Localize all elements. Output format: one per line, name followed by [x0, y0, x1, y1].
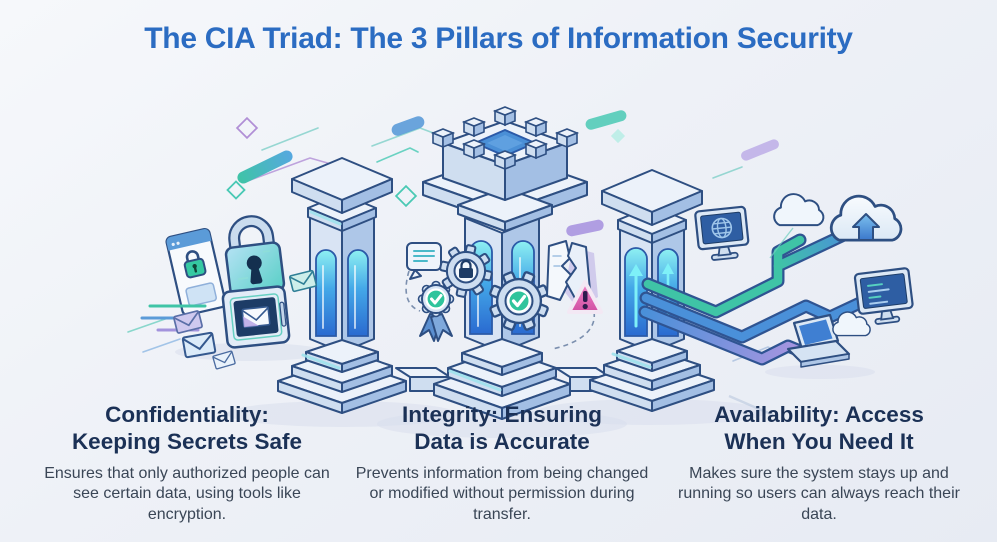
deco-diamond: [610, 128, 626, 144]
background-decorations: [127, 110, 780, 362]
gear-lock-icon: [434, 239, 498, 303]
availability-heading: Availability: Access When You Need It: [714, 402, 924, 454]
chat-bubble-icon: [406, 242, 442, 280]
availability-body: Makes sure the system stays up and runni…: [678, 465, 960, 523]
gear-check-icon: [479, 261, 559, 341]
warning-triangle-icon: [567, 280, 603, 314]
deco-bar: [566, 219, 604, 237]
cloud-icon: [773, 193, 825, 227]
secure-document-icon: [165, 227, 227, 317]
deco-diamond: [226, 180, 246, 200]
confidentiality-body: Ensures that only authorized people can …: [44, 465, 330, 523]
deco-bar: [237, 150, 293, 184]
integrity-body: Prevents information from being changed …: [355, 465, 649, 523]
verified-badge-icon: [417, 280, 455, 342]
confidentiality-section: Confidentiality: Keeping Secrets Safe En…: [32, 401, 342, 525]
description-columns: Confidentiality: Keeping Secrets Safe En…: [0, 401, 997, 542]
deco-diamond: [235, 116, 259, 140]
integrity-icons: [405, 239, 603, 350]
padlock-icon: [224, 215, 286, 297]
deco-bar: [741, 139, 779, 161]
confidentiality-icons: [140, 215, 318, 370]
page-title: The CIA Triad: The 3 Pillars of Informat…: [144, 22, 853, 55]
code-monitor-icon: [853, 267, 914, 325]
availability-icons: [638, 193, 914, 368]
deco-bar: [391, 116, 425, 136]
cloud-upload-icon: [829, 194, 903, 242]
deco-diamond: [394, 184, 418, 208]
globe-monitor-icon: [694, 205, 750, 261]
confidentiality-pillar: [277, 157, 407, 414]
envelope-icon: [241, 306, 271, 328]
laptop-icon: [786, 313, 851, 368]
confidentiality-heading: Confidentiality: Keeping Secrets Safe: [71, 402, 303, 454]
integrity-section: Integrity: Ensuring Data is Accurate Pre…: [348, 401, 656, 525]
deco-bar: [585, 110, 627, 130]
vault-envelope-icon: [221, 285, 291, 349]
availability-section: Availability: Access When You Need It Ma…: [666, 401, 972, 525]
envelope-icon: [181, 331, 217, 359]
integrity-heading: Integrity: Ensuring Data is Accurate: [401, 402, 602, 454]
green-lock-icon: [183, 250, 207, 279]
